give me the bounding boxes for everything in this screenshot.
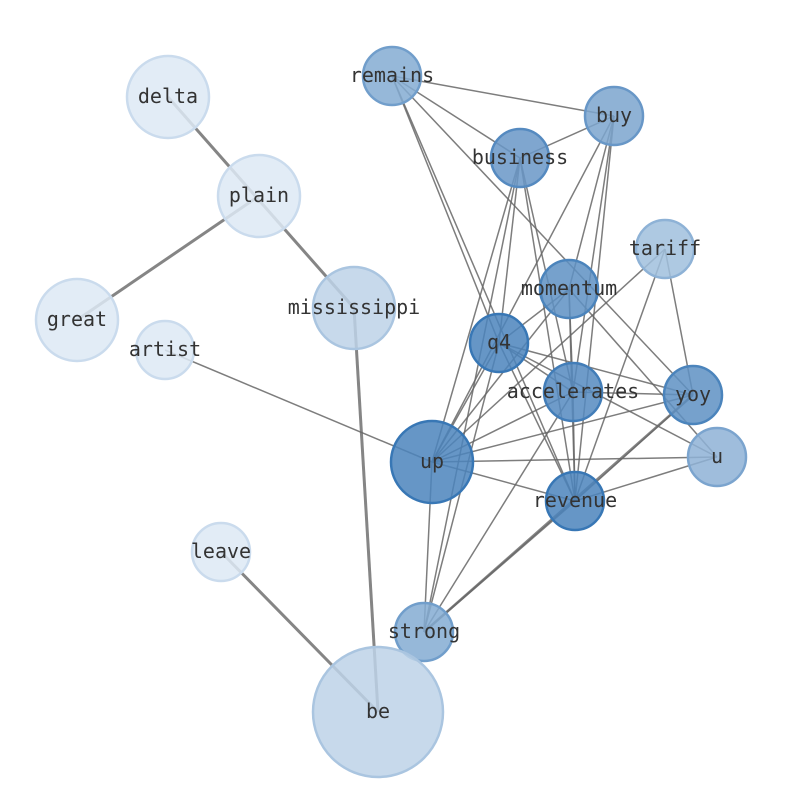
edge-artist-up [164,349,433,463]
edge-q4-u [498,342,718,458]
edge-business-q4 [498,157,521,344]
node-label: revenue [533,488,617,512]
node-strong: strong [388,601,460,663]
node-label: plain [229,183,289,207]
node-momentum: momentum [521,258,617,320]
edge-buy-accelerates [572,115,615,393]
node-u: u [686,426,748,488]
node-label: delta [138,84,198,108]
node-circle [216,153,302,239]
node-circle [489,127,551,189]
node-circle [311,645,445,779]
edge-business-up [431,157,521,463]
node-yoy: yoy [662,364,724,426]
node-q4: q4 [468,312,530,374]
node-circle [542,361,604,423]
edges-layer [76,75,718,714]
node-label: buy [596,103,632,127]
node-label: u [711,444,723,468]
node-leave: leave [190,521,252,583]
node-buy: buy [583,85,645,147]
edge-remains-buy [391,75,615,117]
edge-remains-revenue [391,75,576,502]
node-label: accelerates [507,379,639,403]
node-circle [190,521,252,583]
node-circle [686,426,748,488]
node-circle [34,277,120,363]
node-label: up [420,449,444,473]
node-label: q4 [487,330,511,354]
edge-business-strong [423,157,521,633]
node-label: artist [129,337,201,361]
node-mississippi: mississippi [288,265,420,351]
node-circle [662,364,724,426]
node-circle [361,45,423,107]
node-tariff: tariff [629,218,701,280]
node-artist: artist [129,319,201,381]
node-circle [583,85,645,147]
node-label: momentum [521,276,617,300]
node-great: great [34,277,120,363]
node-label: leave [191,539,251,563]
node-accelerates: accelerates [507,361,639,423]
node-circle [538,258,600,320]
node-circle [393,601,455,663]
edge-up-yoy [431,394,694,463]
edge-q4-yoy [498,342,694,396]
edge-remains-yoy [391,75,694,396]
node-label: great [47,307,107,331]
node-label: mississippi [288,295,420,319]
edge-buy-revenue [574,115,615,502]
node-circle [311,265,397,351]
node-plain: plain [216,153,302,239]
node-circle [544,470,606,532]
node-remains: remains [350,45,434,107]
node-label: be [366,699,390,723]
node-label: business [472,145,568,169]
node-delta: delta [125,54,211,140]
node-circle [634,218,696,280]
node-circle [125,54,211,140]
node-circle [389,419,475,505]
node-label: strong [388,619,460,643]
edge-business-revenue [519,157,576,502]
node-business: business [472,127,568,189]
nodes-layer: remains buy business tariff momentum q4 accele… [34,45,748,779]
edge-mississippi-be [352,307,380,713]
node-label: yoy [675,382,711,406]
node-label: tariff [629,236,701,260]
node-circle [468,312,530,374]
node-be: be [311,645,445,779]
edge-momentum-u [568,288,718,458]
edge-remains-q4 [391,75,500,344]
node-up: up [389,419,475,505]
edge-strong-revenue [423,500,576,633]
node-circle [134,319,196,381]
edge-up-u [431,456,718,463]
node-revenue: revenue [533,470,617,532]
node-label: remains [350,63,434,87]
edge-buy-up [431,115,615,463]
